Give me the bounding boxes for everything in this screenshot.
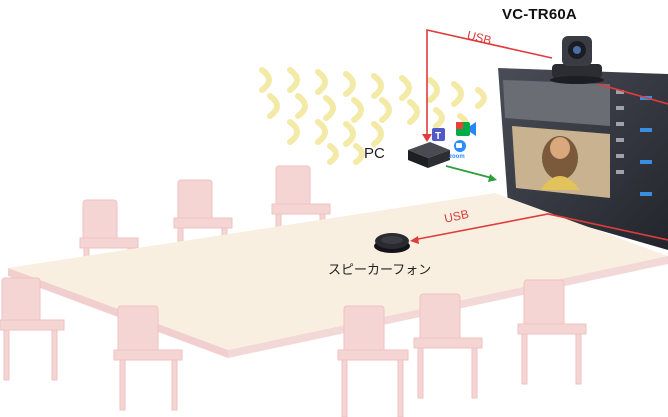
pc-label: PC: [364, 145, 385, 162]
zoom-icon: [454, 140, 466, 152]
chairs-front: [0, 277, 587, 417]
hdmi-arrow-to-display: [488, 174, 497, 182]
teams-icon: T: [432, 128, 445, 142]
mini-pc-icon: [408, 142, 450, 168]
hdmi-cable: [445, 165, 493, 179]
camera-title: VC-TR60A: [502, 6, 577, 23]
svg-text:T: T: [435, 131, 441, 142]
speakerphone-icon: [374, 233, 410, 253]
chairs-back: [79, 165, 331, 279]
speakerphone-label: スピーカーフォン: [328, 262, 432, 277]
usb-cable-camera: [426, 29, 668, 140]
display-screen-icon: [498, 68, 668, 250]
ptz-camera-icon: [550, 36, 604, 84]
usb-arrow-to-pc: [422, 134, 432, 142]
usb-cable-speaker: [412, 213, 668, 241]
zoom-text: zoom: [449, 154, 465, 160]
usb-arrow-from-speaker: [410, 236, 419, 244]
meet-icon: [456, 122, 476, 136]
